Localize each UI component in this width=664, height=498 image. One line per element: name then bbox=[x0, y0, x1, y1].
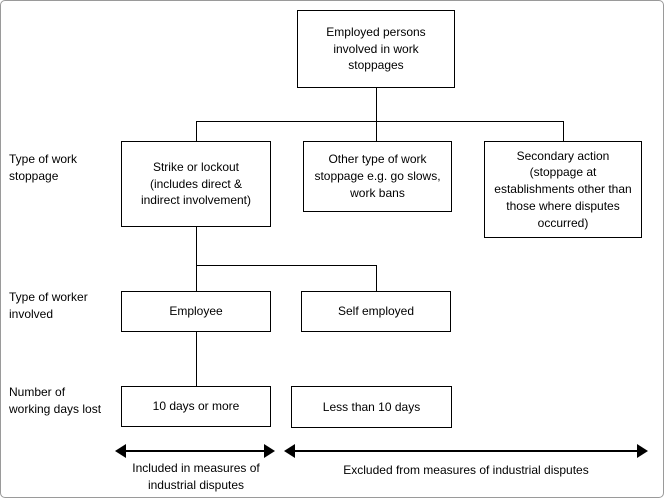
connector-root-stem bbox=[376, 88, 377, 121]
arrow-right-head-icon bbox=[264, 444, 275, 458]
connector-level2-horizontal bbox=[196, 121, 564, 122]
less-than-ten-days-box: Less than 10 days bbox=[291, 386, 452, 428]
excluded-range-arrow bbox=[284, 444, 648, 458]
connector-employee-stem bbox=[196, 332, 197, 386]
row-label-type-of-worker: Type of worker involved bbox=[9, 290, 88, 321]
self-employed-box: Self employed bbox=[301, 291, 451, 332]
connector-drop-self-employed bbox=[376, 265, 377, 291]
root-box: Employed persons involved in work stoppa… bbox=[297, 10, 455, 88]
excluded-legend-text: Excluded from measures of industrial dis… bbox=[343, 463, 589, 477]
connector-drop-secondary bbox=[563, 121, 564, 141]
arrow-shaft bbox=[293, 450, 639, 452]
row-label-working-days-lost: Number of working days lost bbox=[9, 385, 102, 416]
included-range-arrow bbox=[115, 444, 275, 458]
connector-drop-strike bbox=[196, 121, 197, 141]
arrow-right-head-icon bbox=[637, 444, 648, 458]
connector-strike-stem bbox=[196, 227, 197, 265]
arrow-shaft bbox=[124, 450, 266, 452]
connector-level3-horizontal bbox=[196, 265, 377, 266]
ten-days-or-more-box: 10 days or more bbox=[121, 386, 271, 427]
connector-drop-employee bbox=[196, 265, 197, 291]
employee-box: Employee bbox=[121, 291, 271, 332]
strike-or-lockout-box: Strike or lockout (includes direct & ind… bbox=[121, 141, 271, 227]
connector-drop-other bbox=[376, 121, 377, 141]
row-label-type-of-work-stoppage: Type of work stoppage bbox=[9, 152, 78, 183]
arrow-left-head-icon bbox=[115, 444, 126, 458]
other-stoppage-box: Other type of work stoppage e.g. go slow… bbox=[303, 141, 452, 212]
included-legend-text: Included in measures of industrial dispu… bbox=[132, 461, 260, 492]
arrow-left-head-icon bbox=[284, 444, 295, 458]
secondary-action-box: Secondary action (stoppage at establishm… bbox=[484, 141, 642, 238]
